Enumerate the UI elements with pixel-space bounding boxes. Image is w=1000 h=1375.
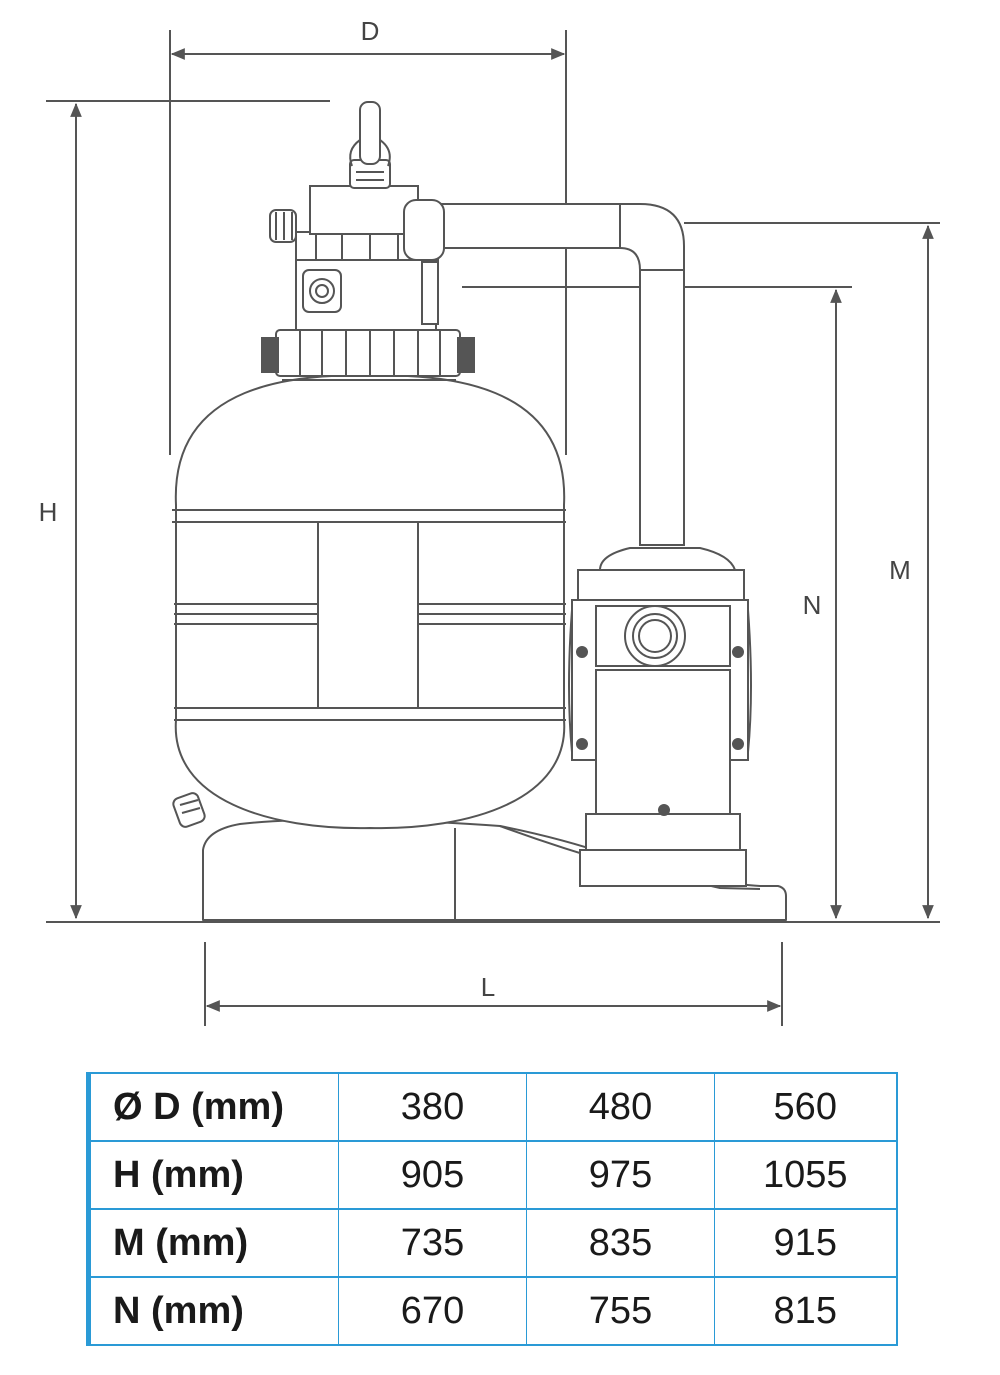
filter-pump-technical-drawing: D H M N L bbox=[39, 16, 940, 1026]
clamp-ring bbox=[261, 329, 475, 381]
connecting-pipe bbox=[403, 199, 685, 546]
dimension-h-label: H bbox=[39, 497, 58, 527]
row-label-m: M (mm) bbox=[86, 1208, 339, 1278]
dimension-n-label: N bbox=[803, 590, 822, 620]
table-cell: 735 bbox=[338, 1208, 527, 1278]
drain-plug bbox=[172, 792, 206, 828]
table-row: M (mm) 735 835 915 bbox=[86, 1208, 898, 1278]
row-label-n: N (mm) bbox=[86, 1276, 339, 1346]
table-cell: 915 bbox=[714, 1208, 898, 1278]
dimension-d-label: D bbox=[361, 16, 380, 46]
row-label-h: H (mm) bbox=[86, 1140, 339, 1210]
multiport-valve bbox=[269, 101, 439, 331]
table-row: H (mm) 905 975 1055 bbox=[86, 1140, 898, 1210]
table-cell: 1055 bbox=[714, 1140, 898, 1210]
dimension-m-label: M bbox=[889, 555, 911, 585]
table-cell: 480 bbox=[526, 1072, 715, 1142]
table-cell: 975 bbox=[526, 1140, 715, 1210]
dimension-table: Ø D (mm) 380 480 560 H (mm) 905 975 1055… bbox=[86, 1072, 898, 1346]
table-cell: 815 bbox=[714, 1276, 898, 1346]
row-label-diameter: Ø D (mm) bbox=[86, 1072, 339, 1142]
table-cell: 835 bbox=[526, 1208, 715, 1278]
table-cell: 380 bbox=[338, 1072, 527, 1142]
table-row: Ø D (mm) 380 480 560 bbox=[86, 1072, 898, 1142]
table-cell: 905 bbox=[338, 1140, 527, 1210]
dimension-h bbox=[46, 100, 330, 920]
dimension-l-label: L bbox=[481, 972, 495, 1002]
dimension-l bbox=[46, 921, 940, 1026]
dimension-m bbox=[684, 222, 940, 920]
filter-tank bbox=[172, 373, 566, 830]
table-cell: 560 bbox=[714, 1072, 898, 1142]
table-row: N (mm) 670 755 815 bbox=[86, 1276, 898, 1346]
base-plate bbox=[202, 818, 787, 921]
table-cell: 755 bbox=[526, 1276, 715, 1346]
pump bbox=[568, 547, 752, 887]
table-cell: 670 bbox=[338, 1276, 527, 1346]
